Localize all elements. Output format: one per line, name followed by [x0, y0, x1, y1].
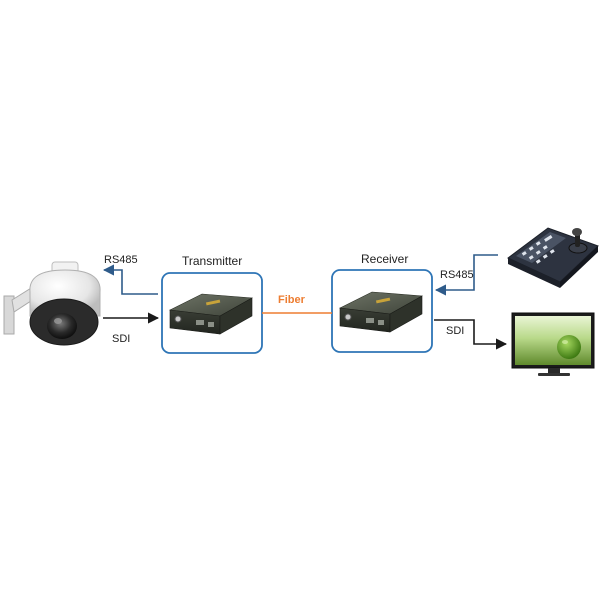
sdi-right-arrow: [434, 319, 508, 350]
speed-dome-camera-icon: [3, 261, 101, 346]
rs485-left-arrow: [102, 264, 158, 295]
monitor-icon: [511, 312, 595, 376]
ptz-control-keyboard-icon: [507, 227, 599, 288]
sdi-right-label: SDI: [446, 325, 464, 337]
transmitter-device-icon: [168, 293, 254, 335]
rs485-right-arrow: [434, 254, 498, 296]
fiber-label: Fiber: [278, 294, 306, 306]
transmitter-label: Transmitter: [182, 254, 242, 268]
receiver-label: Receiver: [361, 252, 408, 266]
sdi-left-label: SDI: [112, 333, 130, 345]
receiver-device-icon: [338, 291, 424, 333]
rs485-left-label: RS485: [104, 254, 138, 266]
rs485-right-label: RS485: [440, 269, 474, 281]
